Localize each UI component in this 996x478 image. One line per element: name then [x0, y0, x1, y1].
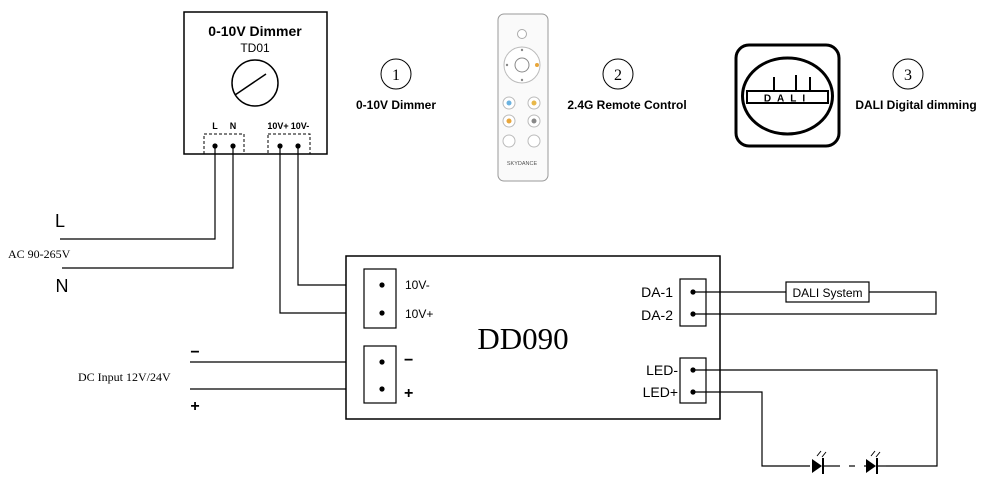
terminal-da1-label: DA-1	[641, 284, 673, 300]
dali-system-label: DALI System	[792, 286, 862, 300]
mains-l-label: L	[55, 211, 65, 231]
terminal-da2-label: DA-2	[641, 307, 673, 323]
terminal-dc-plus-label: +	[404, 385, 413, 402]
dimmer-title: 0-10V Dimmer	[208, 23, 302, 39]
dali-system-bus: DALI System	[693, 281, 937, 315]
option-3: 3 DALI Digital dimming	[855, 58, 977, 112]
dc-plus-sign: +	[190, 398, 199, 415]
option-2: 2 2.4G Remote Control	[567, 58, 687, 112]
mains-n-label: N	[56, 276, 69, 296]
remote-control-icon: SKYDANCE	[497, 13, 549, 182]
dimmer-unit: 0-10V Dimmer TD01 L N 10V+ 10V-	[183, 11, 328, 155]
led-diode-icon	[866, 450, 886, 474]
terminal-led-minus-label: LED-	[646, 362, 678, 378]
terminal-led-plus-label: LED+	[643, 384, 678, 400]
dimmer-terminal-n: N	[230, 121, 237, 131]
option-1-number: 1	[392, 67, 400, 84]
dd090-controller: DD090 10V- 10V+ − + DA-1 DA-2 LED- LED+	[345, 255, 721, 420]
dc-minus-sign: −	[190, 344, 199, 361]
option-3-number: 3	[904, 67, 912, 84]
dimmer-terminal-10vp: 10V+	[267, 121, 288, 131]
terminal-10vm-label: 10V-	[405, 278, 430, 292]
mains-voltage-label: AC 90-265V	[8, 247, 71, 261]
led-diode-icon	[812, 450, 832, 474]
terminal-10vp-label: 10V+	[405, 307, 433, 321]
option-2-number: 2	[614, 67, 622, 84]
option-1-label: 0-10V Dimmer	[356, 98, 436, 112]
led-output	[693, 369, 938, 474]
remote-brand: SKYDANCE	[507, 161, 538, 167]
dimmer-terminal-10vm: 10V-	[291, 121, 310, 131]
dali-logo-text: DALI	[764, 94, 811, 105]
option-1: 1 0-10V Dimmer	[356, 58, 436, 112]
option-3-label: DALI Digital dimming	[855, 98, 976, 112]
dali-logo: DALI	[734, 43, 841, 148]
dimmer-model: TD01	[240, 41, 270, 55]
dc-input: − + DC Input 12V/24V	[78, 344, 382, 415]
option-2-label: 2.4G Remote Control	[567, 98, 686, 112]
dc-input-label: DC Input 12V/24V	[78, 370, 171, 384]
mains-input: L N AC 90-265V	[8, 146, 234, 296]
dimmer-terminal-l: L	[212, 121, 218, 131]
terminal-dc-minus-label: −	[404, 352, 413, 369]
dd090-title: DD090	[477, 321, 568, 356]
dimmer-knob-icon	[231, 59, 279, 107]
